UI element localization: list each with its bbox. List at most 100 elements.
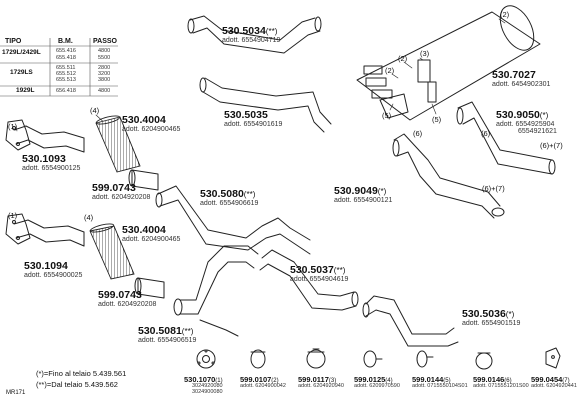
part-adott-alt: 3024900080 — [192, 388, 223, 395]
part-label: 530.9050(*) adott. 6554925904 6554921621 — [496, 110, 557, 135]
part-suffix: (*) — [505, 310, 515, 319]
muffler-530-7027 — [356, 5, 541, 121]
callout-label: (1) — [8, 122, 18, 131]
table-cell-passo: 3800 — [98, 77, 111, 83]
table-cell-passo: 3200 — [98, 71, 111, 77]
part-label: 530.4004 adott. 6204900465 — [122, 115, 180, 133]
part-label: 599.0743 adott. 6204920208 — [98, 290, 156, 308]
flex-hose-530-4004-upper — [95, 115, 141, 173]
part-adott: adott. 6204900465 — [122, 235, 181, 243]
small-part-clamp-3 — [306, 348, 326, 369]
part-number: 530.5081 — [138, 325, 182, 337]
part-adott: adott. 6554901519 — [462, 319, 521, 327]
note-frame-until: (*)=Fino al telaio 5.439.561 — [36, 369, 127, 378]
part-label: 530.5081(**) adott. 6554906519 — [138, 326, 196, 344]
part-number: 530.1094 — [24, 260, 68, 272]
part-adott: 3024920080 — [192, 383, 223, 389]
sleeve-599-0743-lower — [134, 277, 165, 299]
part-label: 530.5036(*) adott. 6554901519 — [462, 309, 520, 327]
pipe-530-9049 — [392, 133, 505, 219]
part-label: 530.7027 adott. 6454902301 — [492, 70, 550, 88]
part-number: 530.4004 — [122, 224, 166, 236]
small-part-label: 530.1070(1) 3024920080 3024900080 — [184, 376, 223, 395]
table-cell-bm: 655.512 — [56, 71, 76, 77]
table-cell-bm: 655.513 — [56, 77, 76, 83]
table-cell-bm: 656.418 — [56, 88, 76, 94]
part-adott: adott. 6204920208 — [92, 193, 151, 201]
part-adott: adott. 6554904719 — [222, 36, 281, 44]
small-part-label: 599.0454(7) adott. 6204920441 — [531, 376, 577, 390]
part-adott-alt: 6554921621 — [518, 127, 557, 135]
diagram-code: MR171 — [6, 390, 26, 396]
part-adott: adott. 6554900121 — [334, 196, 393, 204]
small-part-clamp-5 — [416, 350, 434, 368]
pipe-530-5037 — [259, 249, 359, 311]
part-label: 530.1094 adott. 6554900025 — [24, 261, 82, 279]
part-label: 530.9049(*) adott. 6554900121 — [334, 186, 392, 204]
part-adott: adott. 6554906619 — [200, 199, 259, 207]
pipe-530-5080 — [155, 185, 311, 255]
part-suffix: (**) — [181, 327, 194, 336]
part-adott: adott. 6204900465 — [122, 125, 181, 133]
pipe-530-9050 — [456, 101, 556, 175]
callout-label: (2) — [500, 10, 510, 19]
part-adott: adott. 6454902301 — [492, 80, 551, 88]
part-suffix: (**) — [265, 27, 278, 36]
part-adott: adott. 0715551201S00 — [473, 383, 529, 389]
callout-label: (4) — [90, 106, 100, 115]
callout-label: (4) — [84, 213, 94, 222]
table-cell-passo: 4800 — [98, 88, 111, 94]
part-adott: adott. 6204920441 — [531, 383, 577, 389]
callout-label: (5) — [382, 111, 392, 120]
part-number: 530.9049 — [334, 185, 378, 197]
part-suffix: (5) — [443, 378, 451, 384]
part-adott: adott. 6554900125 — [22, 164, 81, 172]
table-cell-passo: 2800 — [98, 65, 111, 71]
sleeve-599-0743-upper — [128, 169, 159, 191]
flex-hose-530-4004-lower — [89, 223, 135, 280]
part-number: 530.5035 — [224, 109, 268, 121]
table-cell-bm: 655.418 — [56, 55, 76, 61]
part-number: 530.5036 — [462, 308, 506, 320]
table-row-tipo: 1729LS — [10, 69, 33, 76]
part-number: 530.9050 — [496, 109, 540, 121]
part-number: 599.0125 — [354, 375, 386, 384]
part-number: 599.0743 — [98, 289, 142, 301]
part-adott: adott. 6554901619 — [224, 120, 283, 128]
small-part-bracket-7 — [545, 347, 561, 369]
table-header-passo: PASSO — [93, 38, 117, 45]
callout-label: (3) — [420, 49, 430, 58]
small-part-label: 599.0144(5) adott. 0715550104S01 — [412, 376, 468, 390]
table-cell-bm: 655.511 — [56, 65, 76, 71]
table-cell-passo: 4800 — [98, 48, 111, 54]
note-frame-from: (**)=Dal telaio 5.439.562 — [36, 380, 118, 389]
part-suffix: (1) — [215, 378, 223, 384]
part-suffix: (**) — [333, 266, 346, 275]
callout-label: (6)+(7) — [482, 184, 505, 193]
part-number: 530.5080 — [200, 188, 244, 200]
table-row-tipo: 1729L/2429L — [2, 49, 41, 56]
part-number: 599.0454 — [531, 375, 563, 384]
pipe-530-5035 — [199, 77, 332, 133]
part-number: 530.1070 — [184, 375, 216, 384]
callout-label: (6)+(7) — [540, 141, 563, 150]
part-label: 530.1093 adott. 6554900125 — [22, 154, 80, 172]
table-header-bm: B.M. — [58, 38, 73, 45]
table-header-tipo: TIPO — [5, 38, 22, 45]
callout-label: (5) — [432, 115, 442, 124]
table-row-tipo: 1929L — [16, 87, 35, 94]
part-number: 530.1093 — [22, 153, 66, 165]
small-part-gasket — [196, 349, 216, 369]
part-number: 530.5034 — [222, 25, 266, 37]
part-number: 599.0117 — [298, 375, 329, 384]
part-suffix: (3) — [328, 378, 337, 384]
part-label: 530.5080(**) adott. 6554906619 — [200, 189, 258, 207]
part-suffix: (6) — [504, 378, 512, 384]
small-part-label: 599.0117(3) adott. 6204920940 — [298, 376, 344, 390]
part-adott: adott. 6554925904 — [496, 120, 555, 128]
model-table-grid — [0, 38, 118, 97]
small-part-label: 599.0125(4) adott. 6209970590 — [354, 376, 400, 390]
part-suffix: (*) — [377, 187, 387, 196]
pipe-530-5081 — [173, 245, 259, 337]
